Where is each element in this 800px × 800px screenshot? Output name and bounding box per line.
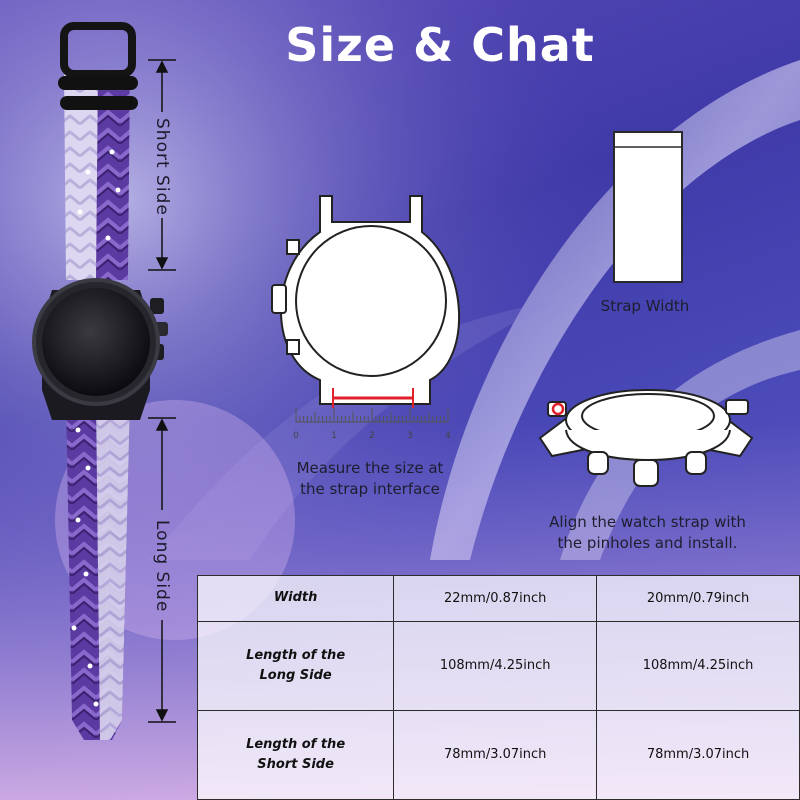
ruler-tick-label: 4	[445, 431, 451, 441]
ruler-tick-label: 0	[293, 431, 299, 441]
measure-caption: Measure the size at the strap interface	[280, 458, 460, 500]
ruler-tick-label: 3	[407, 431, 413, 441]
pinhole-marker-icon	[551, 402, 565, 416]
row-header-line: Length of the	[246, 736, 346, 752]
table-cell: 20mm/0.79inch	[596, 575, 800, 622]
page-title: Size & Chat	[285, 18, 595, 72]
row-header-line: Short Side	[257, 756, 334, 772]
row-header-line: Width	[273, 590, 318, 606]
table-cell: 78mm/3.07inch	[596, 709, 800, 800]
table-cell: 22mm/0.87inch	[393, 575, 598, 622]
table-cell: 78mm/3.07inch	[393, 709, 598, 800]
ruler-tick-label: 1	[331, 431, 337, 441]
long-side-label: Long Side	[152, 520, 172, 613]
install-caption-line-2: the pinholes and install.	[557, 534, 738, 552]
measure-caption-line-2: the strap interface	[300, 480, 440, 498]
table-cell: 108mm/4.25inch	[596, 620, 800, 711]
measure-caption-line-1: Measure the size at	[296, 459, 444, 477]
short-side-label: Short Side	[152, 118, 172, 216]
row-header: Width	[196, 575, 395, 622]
row-header-line: Length of the	[246, 647, 346, 663]
install-caption: Align the watch strap with the pinholes …	[530, 512, 765, 554]
install-caption-line-1: Align the watch strap with	[549, 513, 746, 531]
ruler	[295, 408, 449, 423]
table-cell: 108mm/4.25inch	[393, 620, 598, 711]
ruler-tick-label: 2	[369, 431, 375, 441]
row-header-line: Long Side	[259, 667, 332, 683]
strap-width-caption: Strap Width	[600, 297, 690, 315]
